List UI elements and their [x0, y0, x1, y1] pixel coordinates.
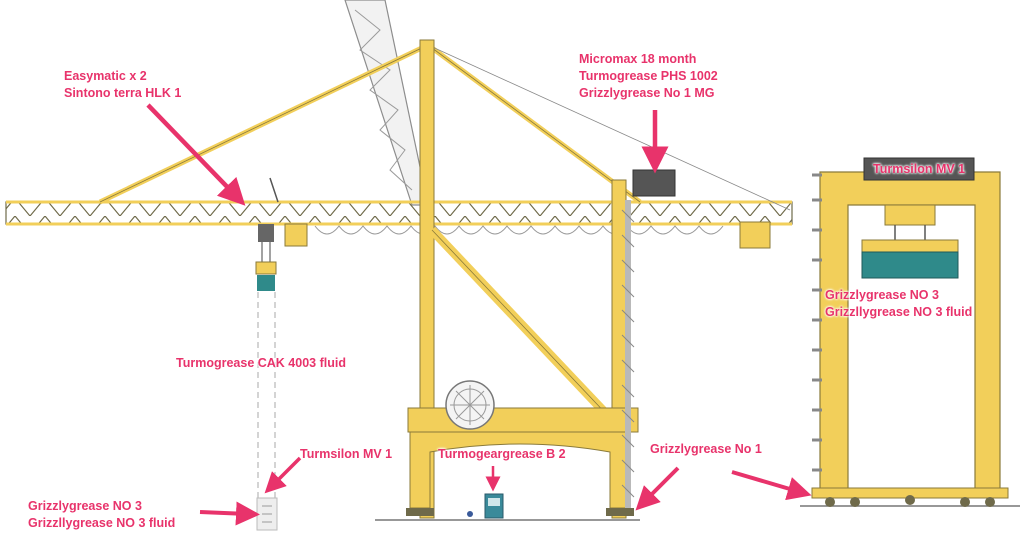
annotation-arrows — [146, 103, 812, 526]
arrow-grizzly-no1-right — [731, 470, 812, 501]
label-turmsilon-bottom: Turmsilon MV 1 — [300, 446, 392, 463]
crane-boom — [5, 200, 793, 249]
machinery-house — [632, 169, 676, 197]
gearbox-unit — [467, 493, 504, 519]
label-micromax-line2: Turmogrease PHS 1002 — [579, 69, 718, 83]
festoon-cables — [314, 225, 724, 235]
label-turmsilon-top: Turmsilon MV 1 — [873, 161, 965, 178]
tie-bars — [98, 42, 791, 211]
ground — [375, 505, 1020, 521]
raised-boom — [344, 0, 429, 206]
trolley-spreader — [255, 224, 278, 531]
label-turmogeargrease: Turmogeargrease B 2 — [438, 446, 566, 463]
arrow-grizzly-no1-left — [635, 466, 680, 511]
label-grizzly-left: Grizzlygrease NO 3 Grizzllygrease NO 3 f… — [28, 498, 175, 532]
crane-portal — [406, 39, 639, 519]
arrow-easymatic — [146, 103, 246, 206]
label-grizzly-no1-line1: Grizzlygrease No 1 — [650, 442, 762, 456]
label-grizzly-right-line1: Grizzlygrease NO 3 — [825, 288, 939, 302]
label-cak: Turmogrease CAK 4003 fluid — [176, 355, 346, 372]
label-micromax-line3: Grizzlygrease No 1 MG — [579, 86, 715, 100]
label-turmsilon-bottom-line1: Turmsilon MV 1 — [300, 447, 393, 461]
gantry-side-view — [811, 157, 1009, 507]
label-micromax-line1: Micromax 18 month — [579, 52, 697, 66]
label-grizzly-left-line1: Grizzlygrease NO 3 — [28, 499, 142, 513]
arrow-grizzly-left — [199, 501, 260, 526]
label-micromax: Micromax 18 month Turmogrease PHS 1002 G… — [579, 51, 718, 102]
label-grizzly-left-line2: Grizzllygrease NO 3 fluid — [28, 516, 176, 530]
label-easymatic-line2: Sintono terra HLK 1 — [64, 86, 182, 100]
arrow-turmsilon-bottom — [264, 456, 302, 494]
label-grizzly-right-line2: Grizzllygrease NO 3 fluid — [825, 305, 973, 319]
label-easymatic: Easymatic x 2 Sintono terra HLK 1 — [64, 68, 181, 102]
label-grizzly-right: Grizzlygrease NO 3 Grizzllygrease NO 3 f… — [825, 287, 972, 321]
label-turmsilon-top-line1: Turmsilon MV 1 — [873, 162, 966, 176]
label-cak-line1: Turmogrease CAK 4003 fluid — [176, 356, 346, 370]
label-turmogeargrease-line1: Turmogeargrease B 2 — [438, 447, 566, 461]
label-easymatic-line1: Easymatic x 2 — [64, 69, 147, 83]
label-grizzly-no1: Grizzlygrease No 1 — [650, 441, 762, 458]
cable-reel — [445, 380, 495, 430]
